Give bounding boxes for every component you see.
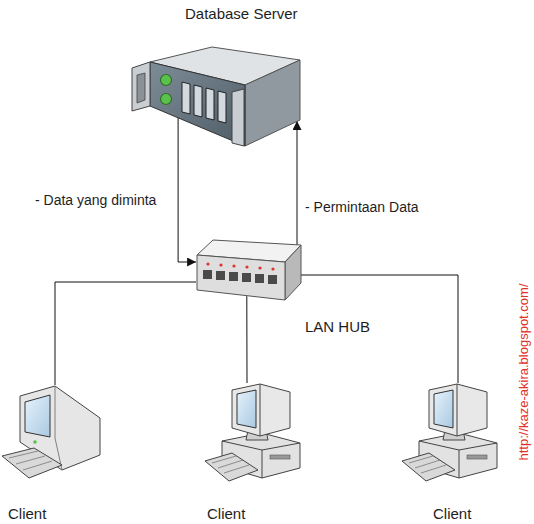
hub-node: LAN HUB <box>195 236 303 306</box>
hub-led <box>232 264 235 267</box>
hub-port <box>203 270 212 279</box>
node-label: LAN HUB <box>305 318 370 336</box>
desktop-computer <box>402 384 497 481</box>
hub-led <box>258 266 261 269</box>
crt-edge <box>55 386 62 470</box>
hub-led <box>245 265 248 268</box>
client-node: Client <box>205 383 305 480</box>
drive-bay <box>182 82 190 114</box>
crt-screen <box>25 395 50 437</box>
power-light <box>33 440 37 444</box>
connector <box>178 117 196 262</box>
node-label: Client <box>8 505 46 523</box>
watermark: http://kaze-akira.blogspot.com/ <box>516 283 531 460</box>
edge-label: - Permintaan Data <box>305 199 419 216</box>
hub-side <box>285 245 301 300</box>
hub-led <box>206 262 209 265</box>
connector <box>246 296 247 383</box>
keyboard-keys <box>23 461 52 470</box>
hub-port <box>268 275 277 284</box>
connector <box>55 282 196 385</box>
keyboard-keys <box>16 456 45 464</box>
keyboard-keys <box>9 451 38 458</box>
hub-front <box>197 255 285 300</box>
connector <box>297 121 298 250</box>
power-light <box>161 75 172 86</box>
node-label: Client <box>207 505 245 523</box>
node-label: Database Server <box>185 5 298 23</box>
drive-bay <box>218 91 226 123</box>
rack-ear <box>132 62 150 111</box>
desktop-computer <box>205 384 300 481</box>
edge-label: - Data yang diminta <box>35 192 156 209</box>
server-front <box>150 62 245 146</box>
client-node: Client <box>410 383 505 480</box>
drive-bay <box>206 88 214 120</box>
hub-port <box>255 274 264 283</box>
client-node: Client <box>0 385 105 480</box>
server-side <box>245 60 300 146</box>
hub-port <box>216 271 225 280</box>
rack-ear-slot <box>137 73 145 103</box>
server-illustration <box>132 47 300 146</box>
drive-bay <box>194 85 202 117</box>
crt-computer <box>2 386 100 478</box>
power-light <box>161 94 172 105</box>
hub-led <box>271 267 274 270</box>
node-label: Client <box>433 505 471 523</box>
hub-port <box>242 273 251 282</box>
hub-led <box>219 263 222 266</box>
keyboard <box>2 448 62 478</box>
connector <box>300 275 458 383</box>
hub-port <box>229 272 238 281</box>
hub-illustration <box>197 240 301 300</box>
server-node: Database Server <box>128 45 303 160</box>
rack-ear <box>232 89 244 146</box>
